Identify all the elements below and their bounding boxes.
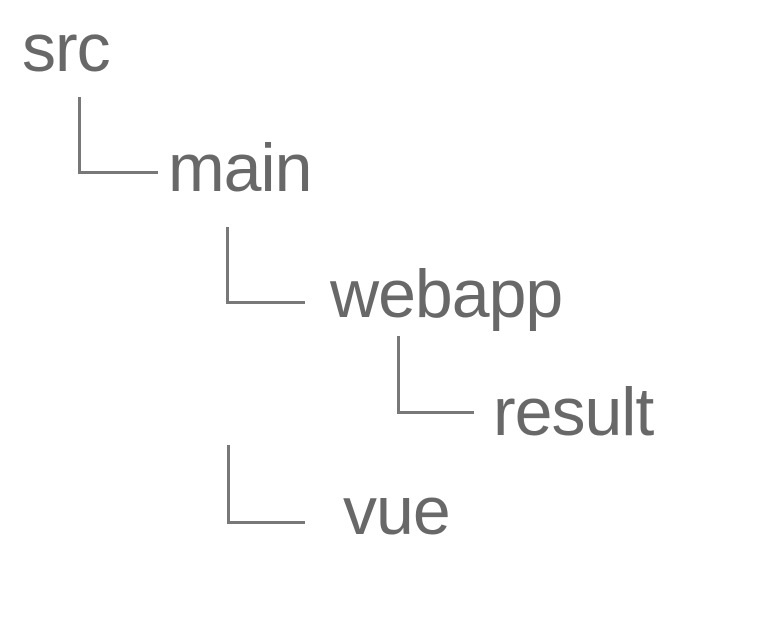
tree-node-result: result bbox=[493, 374, 654, 450]
tree-node-webapp: webapp bbox=[330, 256, 563, 332]
connector-elbow-main-webapp bbox=[226, 227, 305, 304]
tree-node-vue: vue bbox=[343, 473, 451, 549]
connector-elbow-webapp-result bbox=[397, 336, 474, 414]
connector-elbow-main-vue bbox=[227, 445, 305, 524]
tree-node-src: src bbox=[22, 10, 111, 86]
tree-node-main: main bbox=[168, 130, 312, 206]
connector-elbow-src-main bbox=[78, 97, 158, 174]
